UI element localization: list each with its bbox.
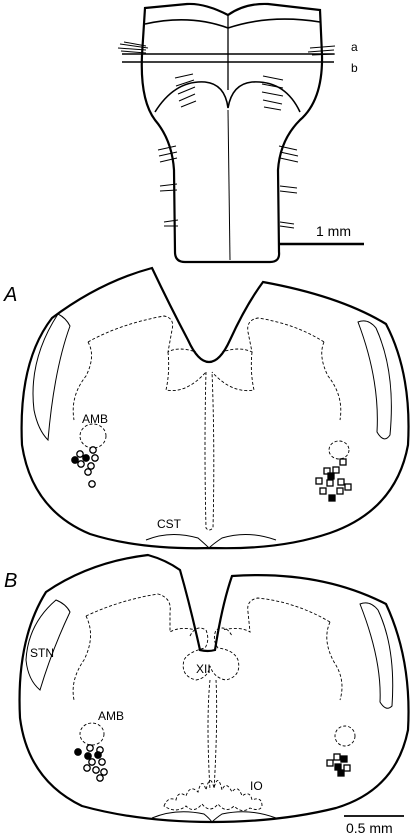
section-label-b: b bbox=[351, 61, 358, 75]
marker-open-square bbox=[315, 477, 323, 485]
marker-filled-circle bbox=[82, 454, 90, 462]
marker-filled-circle bbox=[74, 748, 82, 756]
marker-open-circle bbox=[91, 454, 99, 462]
marker-open-circle bbox=[88, 758, 96, 766]
marker-open-circle bbox=[87, 462, 95, 470]
marker-open-square bbox=[326, 759, 334, 767]
marker-open-circle bbox=[98, 758, 106, 766]
label-stn-b: STN bbox=[30, 646, 54, 660]
xii-nucleus bbox=[182, 627, 240, 681]
marker-filled-square bbox=[328, 494, 336, 502]
section-label-a: a bbox=[351, 40, 358, 54]
marker-open-circle bbox=[88, 480, 96, 488]
scale-label-panel-b: 0.5 mm bbox=[346, 820, 393, 836]
marker-open-square bbox=[319, 487, 327, 495]
marker-open-square bbox=[337, 478, 345, 486]
stn-tract-left-b bbox=[25, 599, 71, 691]
pyramid-tract-b bbox=[151, 811, 277, 823]
section-b bbox=[18, 553, 410, 824]
marker-filled-square bbox=[340, 755, 348, 763]
panel-letter-b: B bbox=[4, 570, 17, 592]
marker-open-square bbox=[344, 483, 352, 491]
marker-filled-circle bbox=[94, 751, 102, 759]
marker-open-square bbox=[332, 466, 340, 474]
cst-tract-a bbox=[145, 534, 277, 549]
lateral-tract-left-a bbox=[32, 313, 71, 442]
midline-lower bbox=[227, 109, 231, 261]
marker-open-circle bbox=[89, 446, 97, 454]
marker-open-circle bbox=[100, 768, 108, 776]
marker-filled-square bbox=[334, 763, 342, 771]
markers-a bbox=[71, 446, 352, 502]
marker-filled-square bbox=[327, 472, 335, 480]
rootlets-left bbox=[117, 41, 197, 227]
label-xii-b: XII bbox=[196, 662, 211, 676]
marker-open-circle bbox=[86, 744, 94, 752]
marker-open-square bbox=[333, 753, 341, 761]
marker-filled-circle bbox=[71, 456, 79, 464]
label-io-b: IO bbox=[250, 779, 263, 793]
panel-letter-a: A bbox=[3, 284, 17, 306]
scale-label-brainstem: 1 mm bbox=[316, 223, 351, 239]
rootlets-right bbox=[261, 45, 336, 229]
marker-open-square bbox=[339, 458, 347, 466]
marker-open-circle bbox=[96, 774, 104, 782]
lateral-tract-right-a bbox=[357, 320, 392, 440]
section-a bbox=[20, 266, 410, 550]
marker-open-circle bbox=[77, 460, 85, 468]
label-amb-b: AMB bbox=[98, 709, 124, 723]
internal-contours-a bbox=[72, 315, 350, 531]
io-nucleus bbox=[163, 780, 263, 811]
marker-open-circle bbox=[92, 766, 100, 774]
marker-open-circle bbox=[83, 764, 91, 772]
marker-open-square bbox=[336, 487, 344, 495]
marker-filled-circle bbox=[84, 752, 92, 760]
label-amb-a: AMB bbox=[82, 412, 108, 426]
markers-b bbox=[74, 744, 351, 782]
marker-open-square bbox=[343, 764, 351, 772]
pons-groove-left bbox=[144, 19, 229, 29]
section-b-outline bbox=[18, 553, 410, 824]
lateral-tract-right-b bbox=[359, 602, 394, 709]
section-a-outline bbox=[20, 266, 410, 550]
marker-open-square bbox=[323, 467, 331, 475]
marker-filled-square bbox=[337, 769, 345, 777]
pyramid-bulges bbox=[154, 81, 301, 113]
marker-open-circle bbox=[76, 450, 84, 458]
internal-contours-b bbox=[72, 593, 356, 811]
brainstem-outline bbox=[140, 2, 324, 264]
brainstem-drawing bbox=[117, 2, 364, 264]
marker-open-circle bbox=[84, 468, 92, 476]
label-cst-a: CST bbox=[157, 517, 182, 531]
marker-open-square bbox=[326, 479, 334, 487]
pons-groove-right bbox=[227, 18, 321, 29]
